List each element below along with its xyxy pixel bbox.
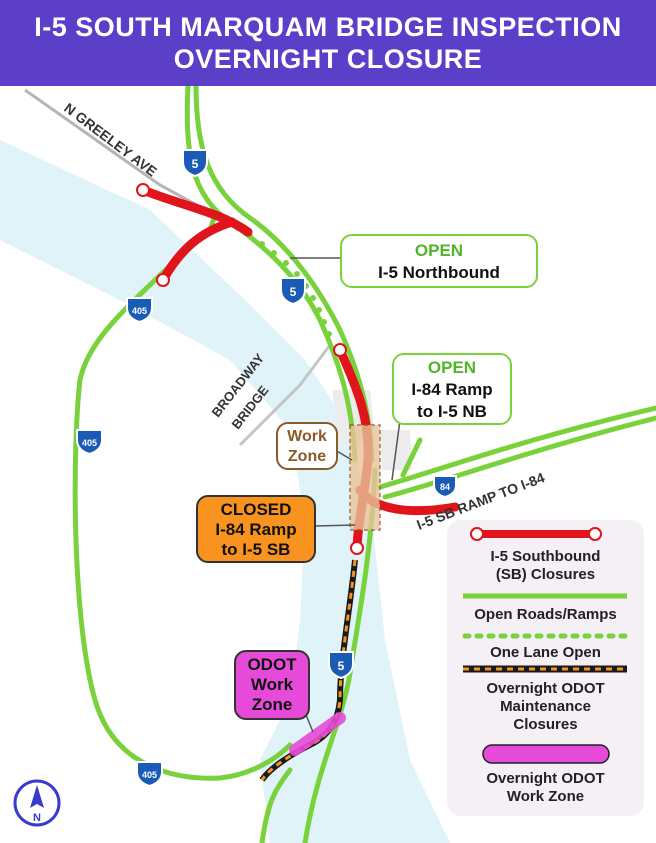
callout-open-i84-ramp: OPEN I-84 Ramp to I-5 NB: [392, 353, 512, 425]
callout-open-i84-line2: to I-5 NB: [417, 402, 487, 421]
i84-nb-ramp: [400, 437, 423, 478]
callout-odot-work-zone: ODOT Work Zone: [234, 650, 310, 720]
i84-lower: [382, 415, 656, 500]
i5-shield-south-label: 5: [338, 659, 345, 673]
i5-shield-mid: 5: [280, 277, 306, 306]
i405-shield-nw-label: 405: [132, 306, 147, 316]
callout-open-i5-northbound: OPEN I-5 Northbound: [340, 234, 538, 288]
i405-loop: [72, 232, 293, 781]
i405-shield-west-label: 405: [82, 438, 97, 448]
legend-one-lane-label: One Lane Open: [490, 644, 601, 661]
i84-upper: [377, 405, 656, 490]
map-legend: I-5 Southbound (SB) Closures Open Roads/…: [447, 520, 644, 816]
closure-end-icons: [136, 183, 364, 555]
i405-shield-nw: 405: [126, 297, 153, 324]
callout-open-i84-title: OPEN: [427, 358, 477, 377]
legend-maintenance-label: Overnight ODOT Maintenance Closures: [486, 680, 605, 733]
i5-shield-north: 5: [182, 149, 208, 178]
callout-work-zone: Work Zone: [276, 422, 338, 470]
odot-work-zone-segment: [289, 712, 346, 756]
callout-odot-line1: ODOT: [247, 655, 297, 674]
legend-closure-label: I-5 Southbound (SB) Closures: [490, 548, 601, 583]
broadway-bridge-street: [238, 344, 332, 447]
greeley-ave-label: N GREELEY AVE: [61, 100, 160, 180]
north-arrow-icon: N: [13, 779, 61, 827]
i405-shield-south: 405: [136, 761, 163, 788]
closure-i405-ramp: [158, 217, 237, 285]
callout-odot-line2: Work: [250, 675, 294, 694]
callout-open-i84-line1: I-84 Ramp: [411, 380, 493, 399]
title-line-1: I-5 SOUTH MARQUAM BRIDGE INSPECTION: [34, 12, 622, 42]
i5-shield-north-label: 5: [192, 157, 199, 171]
i5-shield-south: 5: [328, 651, 354, 680]
callout-closed-title: CLOSED: [220, 500, 292, 519]
title-line-2: OVERNIGHT CLOSURE: [173, 44, 483, 74]
i5-shield-mid-label: 5: [290, 285, 297, 299]
legend-closure-swatch: [470, 527, 602, 541]
legend-open-label: Open Roads/Ramps: [474, 606, 617, 623]
callout-open-line: I-5 Northbound: [378, 263, 500, 282]
work-zone-hatch: [349, 424, 381, 531]
callout-closed-line1: I-84 Ramp: [215, 520, 297, 539]
legend-odot-work-zone-label: Overnight ODOT Work Zone: [486, 770, 605, 805]
i405-shield-west: 405: [76, 429, 103, 456]
road-map: 5 5 5 405 405 405 84 N GREELEY AVE BROAD…: [0, 86, 656, 843]
callout-closed-i84-ramp: CLOSED I-84 Ramp to I-5 SB: [196, 495, 316, 563]
callout-work-zone-line2: Zone: [287, 448, 327, 465]
callout-open-title: OPEN: [414, 241, 464, 260]
callout-work-zone-line1: Work: [287, 428, 327, 445]
legend-swatches: [462, 527, 630, 764]
i84-shield: 84: [433, 475, 457, 499]
i84-shield-label: 84: [440, 482, 450, 492]
closure-greeley: [138, 185, 253, 237]
i5-south-second: [259, 767, 293, 843]
title-banner: I-5 SOUTH MARQUAM BRIDGE INSPECTION OVER…: [0, 0, 656, 86]
callout-odot-line3: Zone: [251, 695, 293, 714]
north-arrow-letter: N: [33, 812, 41, 824]
i405-shield-south-label: 405: [142, 770, 157, 780]
legend-odot-work-zone-swatch: [482, 744, 610, 764]
callout-closed-line2: to I-5 SB: [221, 540, 291, 559]
